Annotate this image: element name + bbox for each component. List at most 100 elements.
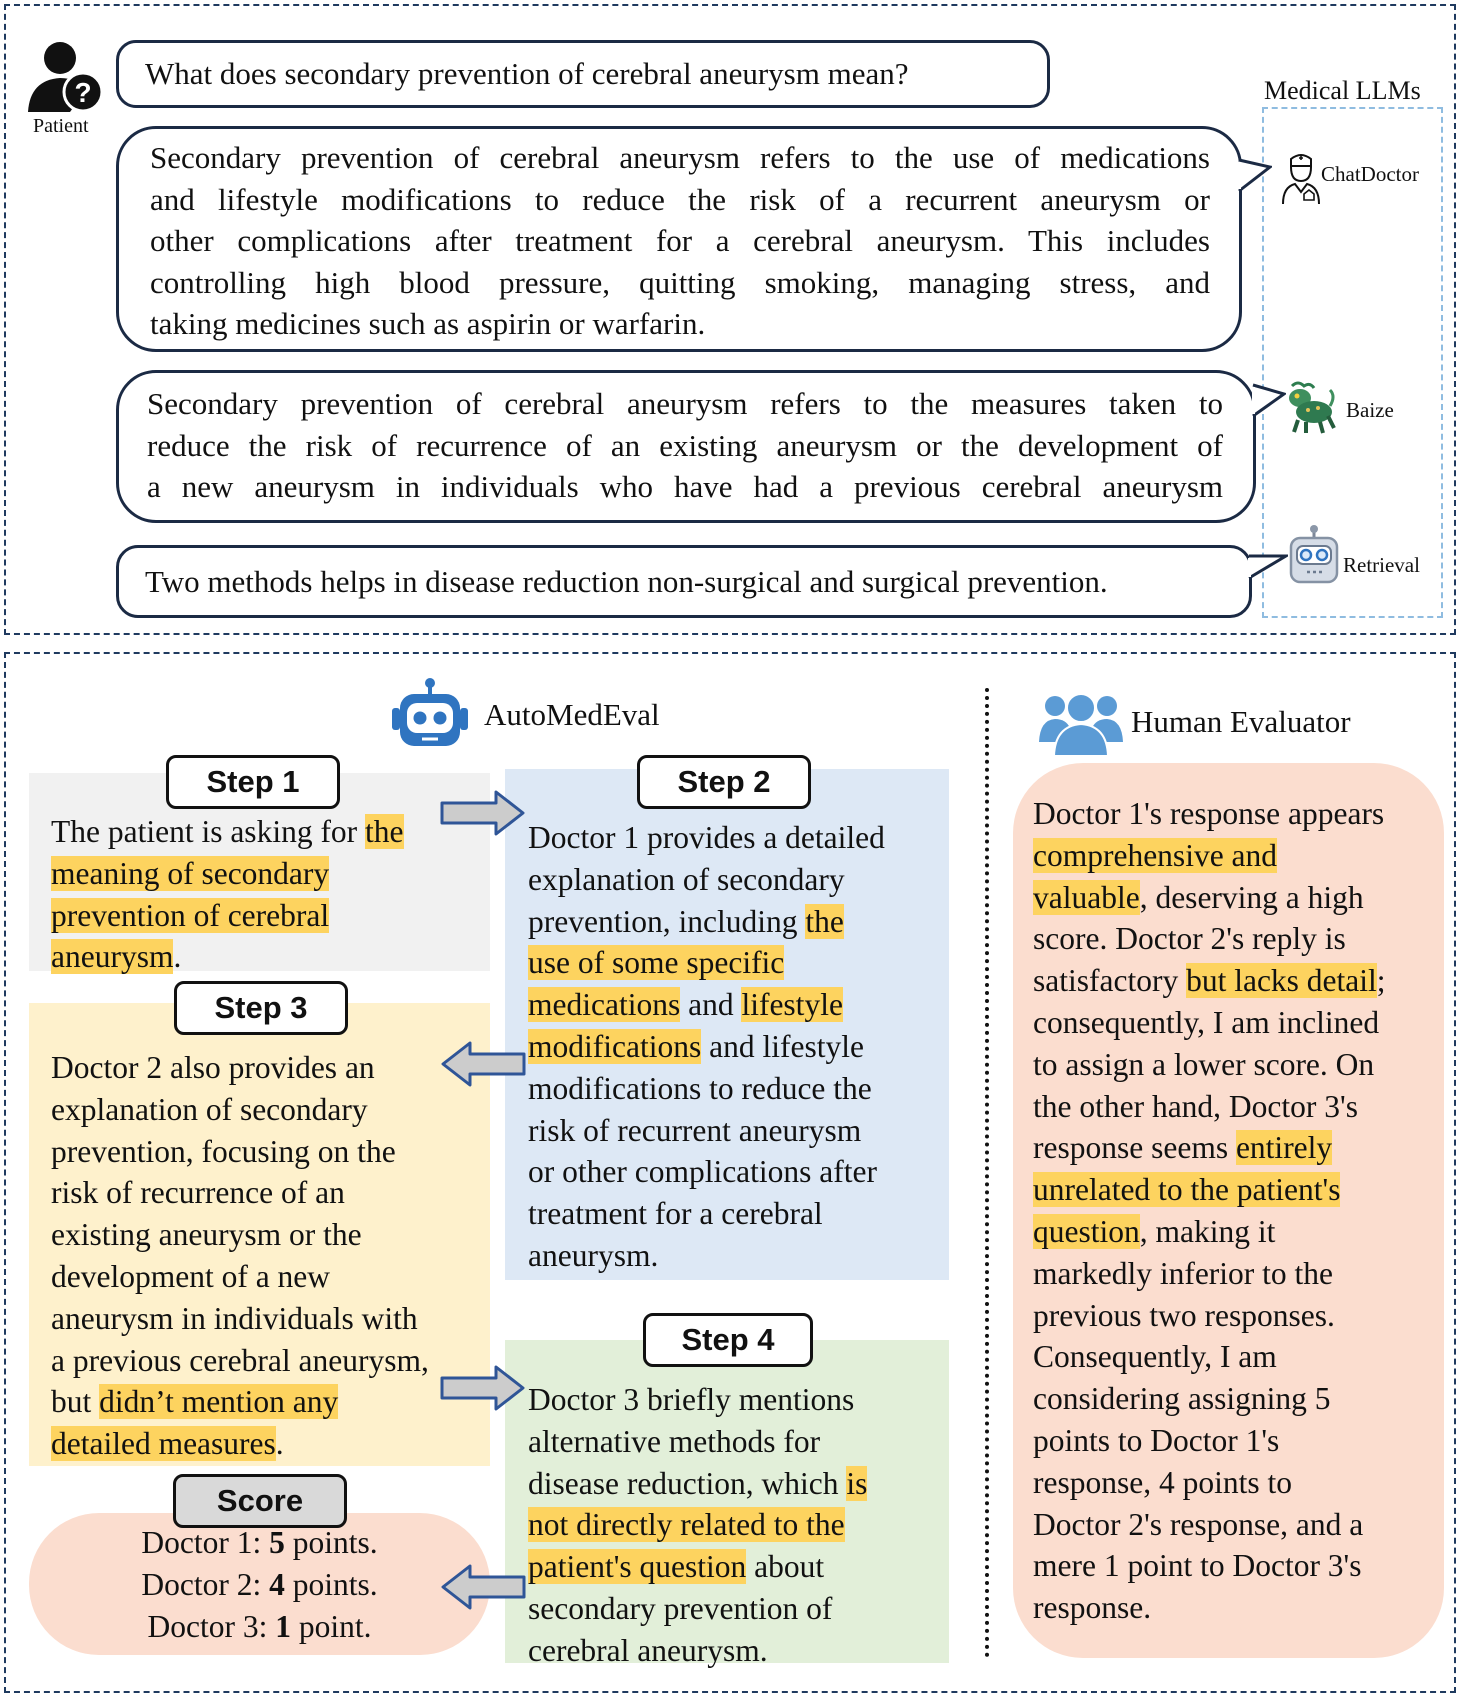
text-segment: 4 — [269, 1566, 285, 1602]
text-line: comprehensive and — [1033, 835, 1386, 877]
text-line: explanation of secondary — [51, 1089, 429, 1131]
highlighted-phrase: valuable — [1033, 879, 1140, 915]
answer1-line: controlling high blood pressure, quittin… — [150, 264, 1210, 300]
text-line: prevention, including the — [528, 901, 885, 943]
text-line: prevention of cerebral — [51, 895, 404, 937]
text-line: Doctor 1: 5 points. — [29, 1522, 490, 1564]
bubble-tail-3 — [1248, 554, 1288, 580]
highlighted-phrase: not directly related to the — [528, 1507, 845, 1543]
llm-group-label: Medical LLMs — [1264, 76, 1421, 105]
text-line: Doctor 2's response, and a — [1033, 1504, 1386, 1546]
patient-question-bubble: What does secondary prevention of cerebr… — [116, 40, 1050, 108]
step1-label: Step 1 — [166, 755, 340, 809]
highlighted-phrase: the — [805, 903, 844, 939]
text-segment: . — [173, 939, 182, 975]
text-segment: but — [51, 1384, 100, 1420]
human-evaluator-icon — [1038, 686, 1124, 757]
text-segment: explanation of secondary — [528, 861, 845, 897]
bubble-tail-2 — [1252, 383, 1286, 418]
text-segment: cerebral aneurysm. — [528, 1632, 768, 1668]
step2-region — [505, 769, 949, 1280]
text-line: alternative methods for — [528, 1421, 867, 1463]
highlighted-phrase: patient's question — [528, 1549, 747, 1585]
patient-icon: ? — [26, 36, 106, 116]
robot-icon — [1286, 524, 1342, 588]
llm-name-chatdoctor: ChatDoctor — [1321, 162, 1419, 186]
text-segment: consequently, I am inclined — [1033, 1004, 1380, 1040]
text-line: Doctor 1 provides a detailed — [528, 817, 885, 859]
text-line: cerebral aneurysm. — [528, 1630, 867, 1672]
text-line: not directly related to the — [528, 1504, 867, 1546]
text-line: valuable, deserving a high — [1033, 877, 1386, 919]
text-line: the other hand, Doctor 3's — [1033, 1086, 1386, 1128]
text-segment: development of a new — [51, 1258, 331, 1294]
text-line: or other complications after — [528, 1151, 885, 1193]
panel-divider — [985, 688, 989, 1658]
text-line: to assign a lower score. On — [1033, 1044, 1386, 1086]
text-line: patient's question about — [528, 1546, 867, 1588]
highlighted-phrase: but lacks detail — [1186, 963, 1377, 999]
chatdoctor-answer-bubble — [116, 126, 1242, 352]
text-segment: treatment for a cerebral — [528, 1196, 823, 1232]
text-segment: . — [275, 1426, 284, 1462]
answer2-line: Secondary prevention of cerebral aneurys… — [147, 386, 1223, 421]
text-segment: response, 4 points to — [1033, 1464, 1292, 1500]
text-segment: about — [746, 1549, 825, 1585]
text-line: use of some specific — [528, 942, 885, 984]
text-line: Doctor 3 briefly mentions — [528, 1379, 867, 1421]
text-segment: aneurysm in individuals with — [51, 1300, 418, 1336]
text-line: Doctor 2: 4 points. — [29, 1564, 490, 1606]
highlighted-phrase: unrelated to the patient's — [1033, 1172, 1341, 1208]
text-line: treatment for a cerebral — [528, 1193, 885, 1235]
text-segment: 5 — [269, 1525, 285, 1560]
answer1-line: and lifestyle modifications to reduce th… — [150, 181, 1210, 217]
automedeval-robot-icon — [388, 676, 472, 754]
patient-llm-panel — [4, 4, 1456, 635]
evaluation-panel — [4, 652, 1456, 1693]
text-line: The patient is asking for the — [51, 811, 404, 853]
text-line: response seems entirely — [1033, 1127, 1386, 1169]
text-segment: considering assigning 5 — [1033, 1381, 1331, 1417]
score-text: Doctor 1: 5 points.Doctor 2: 4 points.Do… — [29, 1522, 490, 1647]
llm-name-retrieval: Retrieval — [1343, 553, 1420, 577]
text-line: risk of recurrent aneurysm — [528, 1110, 885, 1152]
text-segment: Doctor 3: — [147, 1608, 276, 1644]
text-line: meaning of secondary — [51, 853, 404, 895]
text-segment: and — [680, 987, 742, 1023]
text-line: aneurysm in individuals with — [51, 1298, 429, 1340]
score-label: Score — [173, 1474, 347, 1528]
answer2-line: reduce the risk of recurrence of an exis… — [147, 427, 1223, 463]
text-line: modifications to reduce the — [528, 1068, 885, 1110]
highlighted-phrase: lifestyle — [741, 987, 843, 1023]
baize-answer-text: Secondary prevention of cerebral aneurys… — [147, 383, 1223, 508]
text-segment: markedly inferior to the — [1033, 1255, 1334, 1291]
step4-label: Step 4 — [643, 1313, 813, 1367]
text-segment: explanation of secondary — [51, 1091, 368, 1127]
text-line: modifications and lifestyle — [528, 1026, 885, 1068]
text-segment: prevention, including — [528, 903, 806, 939]
text-line: but didn’t mention any — [51, 1381, 429, 1423]
highlighted-phrase: use of some specific — [528, 945, 785, 981]
bubble-tail-1 — [1238, 158, 1272, 193]
step3-label: Step 3 — [174, 981, 348, 1035]
patient-question-text: What does secondary prevention of cerebr… — [145, 56, 909, 91]
text-segment: satisfactory — [1033, 963, 1187, 999]
text-line: Doctor 3: 1 point. — [29, 1606, 490, 1648]
text-line: secondary prevention of — [528, 1588, 867, 1630]
text-segment: alternative methods for — [528, 1423, 821, 1459]
highlighted-phrase: comprehensive and — [1033, 837, 1278, 873]
text-segment: 1 — [275, 1608, 291, 1644]
highlighted-phrase: aneurysm — [51, 939, 174, 975]
text-line: Doctor 2 also provides an — [51, 1047, 429, 1089]
arrow-step3-to-step4 — [440, 1365, 525, 1411]
text-segment: points. — [284, 1525, 378, 1560]
text-line: explanation of secondary — [528, 859, 885, 901]
text-segment: the other hand, Doctor 3's — [1033, 1088, 1358, 1124]
text-segment: aneurysm. — [528, 1237, 659, 1273]
retrieval-answer-bubble: Two methods helps in disease reduction n… — [116, 545, 1252, 618]
text-line: markedly inferior to the — [1033, 1253, 1386, 1295]
text-segment: Consequently, I am — [1033, 1339, 1277, 1375]
text-segment: response seems — [1033, 1130, 1236, 1166]
